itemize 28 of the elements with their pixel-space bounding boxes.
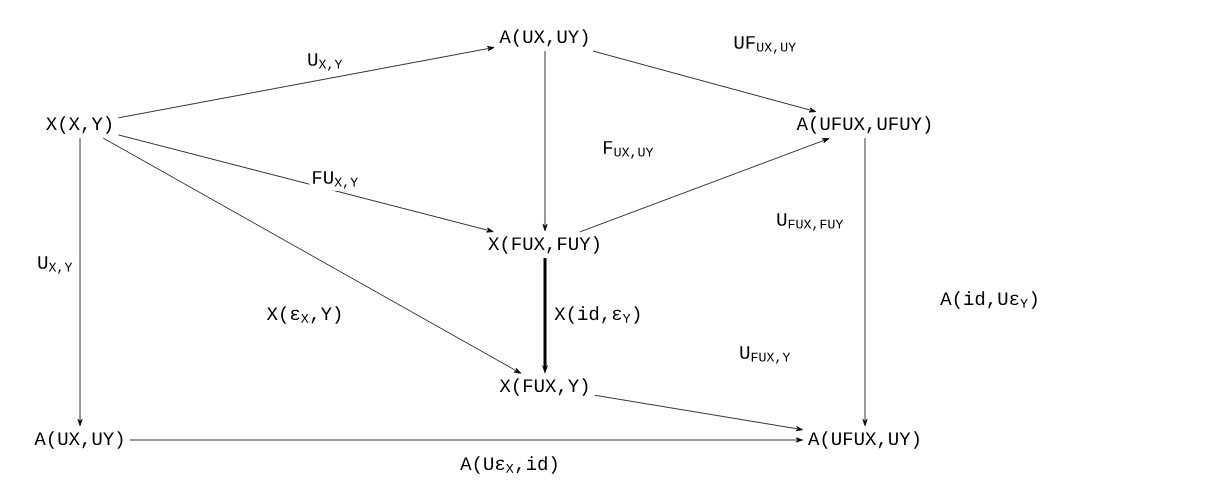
edge-label: A(id,Uε$_{Y}$) bbox=[938, 289, 1042, 311]
term-label: A(UX,UY) bbox=[34, 431, 123, 449]
term-label: X(X,Y) bbox=[46, 116, 111, 134]
term-label: A(UFUX,UFUY) bbox=[796, 116, 931, 134]
term-label: X(FUX,FUY) bbox=[488, 236, 599, 254]
term-label: A(UFUX,UY) bbox=[808, 431, 919, 449]
edge-label: U$_{X,Y}$ bbox=[305, 51, 345, 73]
arrow bbox=[579, 138, 830, 233]
edge-label: UF$_{UX,UY}$ bbox=[731, 34, 799, 56]
edge-label: FU$_{X,Y}$ bbox=[309, 169, 361, 191]
edge-label: A(Uε$_{X}$,id) bbox=[458, 454, 562, 476]
arrow bbox=[118, 134, 494, 233]
arrow bbox=[592, 50, 817, 113]
arrow bbox=[129, 437, 803, 443]
arrow bbox=[102, 137, 522, 374]
arrow bbox=[542, 50, 548, 232]
arrow bbox=[77, 137, 83, 427]
edge-label: F$_{UX,UY}$ bbox=[600, 139, 656, 161]
edge-label: X(id,ε$_{Y}$) bbox=[552, 304, 645, 326]
edge-label: U$_{FUX,Y}$ bbox=[737, 344, 793, 366]
arrow bbox=[594, 394, 803, 432]
edge-label: X(ε$_{X}$,Y) bbox=[264, 304, 346, 326]
arrow bbox=[118, 46, 495, 119]
edge-label: U$_{FUX,FUY}$ bbox=[774, 211, 846, 233]
term-label: X(FUX,Y) bbox=[499, 378, 588, 396]
term-label: A(UX,UY) bbox=[499, 29, 588, 47]
arrow bbox=[862, 137, 868, 427]
edge-label: U$_{X,Y}$ bbox=[35, 254, 75, 276]
